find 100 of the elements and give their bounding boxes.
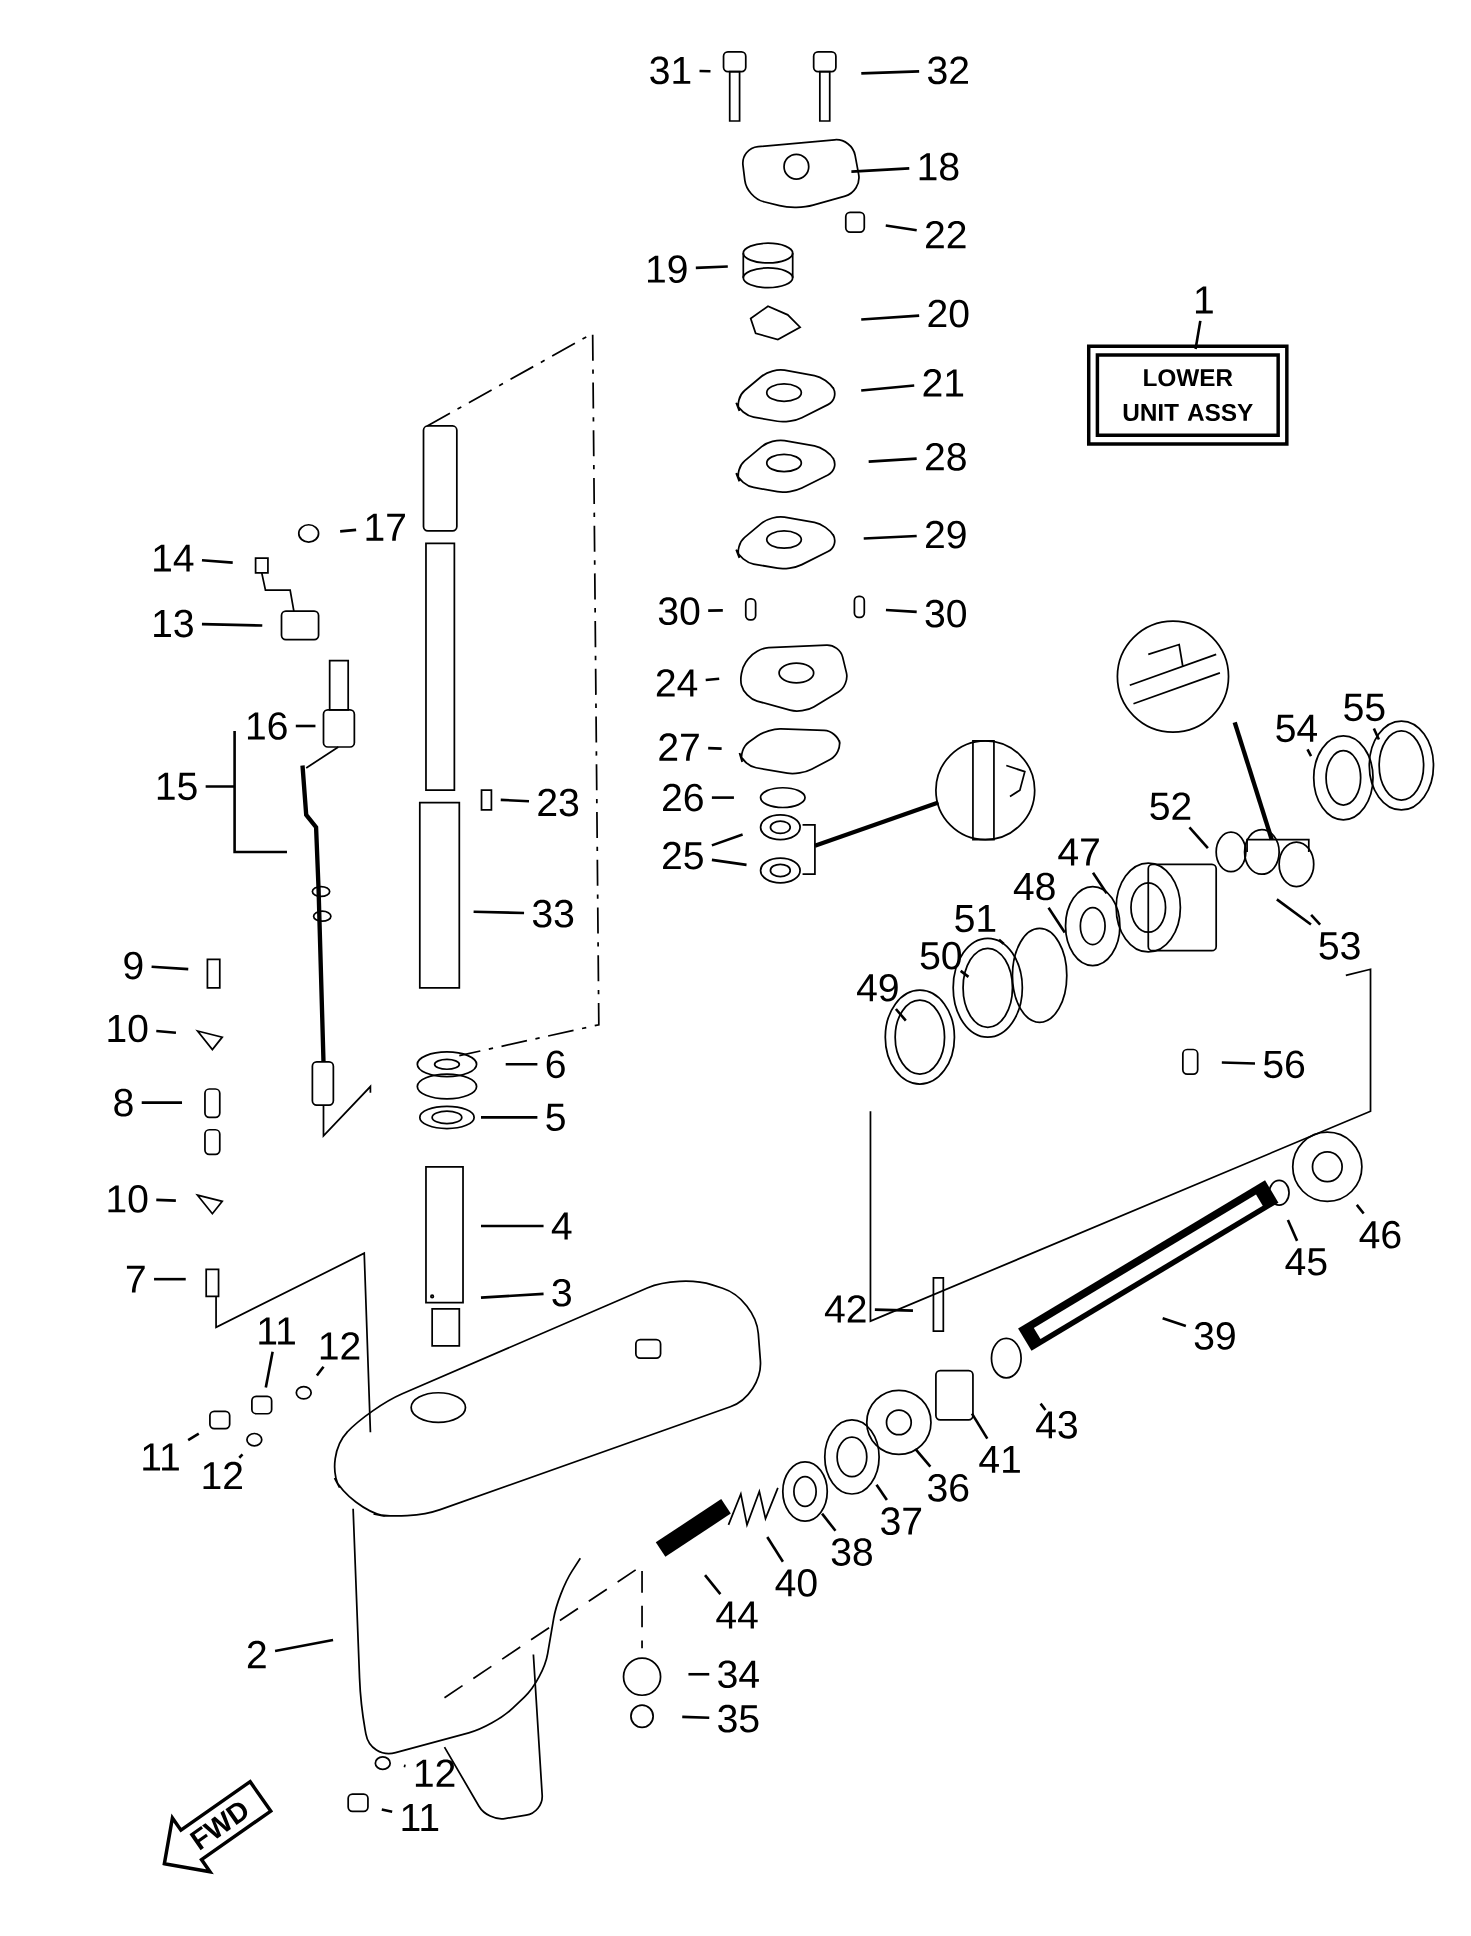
callout-number: 1 <box>1196 286 1213 314</box>
callout-number: 53 <box>1319 931 1360 960</box>
callout-number: 10 <box>108 1014 148 1043</box>
leader-line <box>705 677 720 682</box>
callout-number: 51 <box>955 905 996 933</box>
leader-line <box>821 1512 837 1532</box>
leader-line <box>505 1063 538 1066</box>
leader-line <box>682 1715 710 1720</box>
leader-line <box>885 224 918 232</box>
callout-number: 23 <box>538 788 579 817</box>
callout-number: 35 <box>718 1704 759 1733</box>
leader-line <box>712 796 735 799</box>
leader-line <box>141 1101 183 1104</box>
leader-line <box>708 609 724 612</box>
callout-number: 13 <box>154 609 194 638</box>
leader-line <box>202 622 263 627</box>
leader-line <box>204 729 289 854</box>
leader-line <box>851 167 910 173</box>
leader-line <box>1286 1219 1299 1242</box>
callout-number: 40 <box>775 1569 817 1597</box>
callout-number: 9 <box>124 951 143 980</box>
leader-line <box>500 798 530 803</box>
leader-line <box>202 559 234 564</box>
leader-line <box>1194 320 1202 350</box>
leader-line <box>1306 748 1313 757</box>
leader-line <box>861 314 920 321</box>
leader-line <box>1356 1204 1365 1215</box>
leader-line <box>704 1574 722 1595</box>
leader-line <box>861 70 920 75</box>
callout-number: 41 <box>979 1445 1021 1473</box>
leader-line <box>481 1116 538 1119</box>
leader-line <box>711 858 747 867</box>
callout-number: 5 <box>546 1103 566 1132</box>
callout-number: 27 <box>659 733 700 761</box>
callout-number: 6 <box>546 1050 565 1079</box>
leader-line <box>914 1448 932 1468</box>
callout-number: 3 <box>552 1278 572 1307</box>
callout-number: 56 <box>1264 1050 1305 1079</box>
leader-line <box>863 534 917 540</box>
leader-line <box>156 1198 177 1202</box>
leader-line <box>296 724 316 728</box>
leader-line <box>264 1351 275 1388</box>
callout-number: 17 <box>366 513 406 541</box>
callout-number: 49 <box>857 973 898 1002</box>
leader-line <box>473 910 525 915</box>
callout-number: 45 <box>1285 1248 1327 1276</box>
callout-number: 30 <box>659 597 700 626</box>
label-box: LOWER UNIT ASSY <box>1087 344 1289 446</box>
callout-number: 46 <box>1359 1220 1401 1249</box>
leader-line <box>708 746 722 750</box>
callout-number: 24 <box>657 669 698 697</box>
leader-line <box>868 457 917 463</box>
leader-line <box>187 1432 200 1442</box>
callout-number: 19 <box>648 255 687 283</box>
leader-line <box>481 1292 544 1299</box>
callout-number: 25 <box>663 841 704 870</box>
callout-number: 10 <box>108 1185 148 1213</box>
callout-number: 14 <box>154 544 194 572</box>
leader-line <box>861 384 915 392</box>
callout-number: 11 <box>402 1804 439 1831</box>
leader-line <box>1188 826 1210 849</box>
leader-line <box>971 1413 989 1440</box>
callout-number: 47 <box>1058 838 1100 866</box>
callout-number: 55 <box>1344 693 1385 722</box>
leader-line <box>1372 727 1381 741</box>
callout-number: 2 <box>248 1640 266 1669</box>
callout-number: 4 <box>552 1212 572 1240</box>
leader-line <box>960 969 970 978</box>
callout-number: 52 <box>1150 792 1191 821</box>
leader-line <box>1039 1402 1047 1411</box>
callout-number: 48 <box>1014 872 1055 901</box>
leader-line <box>895 1008 908 1022</box>
callout-number: 12 <box>416 1759 455 1787</box>
callout-number: 8 <box>114 1088 133 1117</box>
callout-number: 15 <box>158 772 197 801</box>
callout-number: 18 <box>919 152 959 181</box>
callout-number: 22 <box>926 220 966 249</box>
leader-line <box>156 1029 177 1035</box>
leader-line <box>151 965 189 971</box>
leader-line <box>998 938 1005 945</box>
leader-line <box>1162 1317 1187 1328</box>
leader-line <box>1092 872 1108 894</box>
leader-line <box>711 833 744 847</box>
callout-number: 50 <box>920 941 962 970</box>
callout-number: 20 <box>928 299 969 328</box>
leader-line <box>1222 1061 1256 1065</box>
callout-number: 12 <box>203 1461 243 1490</box>
callout-number: 42 <box>825 1295 866 1323</box>
callout-number: 30 <box>925 599 967 628</box>
callout-number: 26 <box>663 783 704 812</box>
leader-line <box>238 1453 244 1459</box>
callout-number: 37 <box>881 1507 922 1535</box>
leader-line <box>766 1536 785 1563</box>
callout-number: 21 <box>923 369 964 397</box>
leader-line <box>316 1366 325 1377</box>
callout-number: 11 <box>259 1317 296 1345</box>
leader-line <box>1310 913 1322 926</box>
leader-line <box>1276 898 1312 926</box>
leader-line <box>699 69 711 73</box>
callout-number: 28 <box>926 443 966 471</box>
